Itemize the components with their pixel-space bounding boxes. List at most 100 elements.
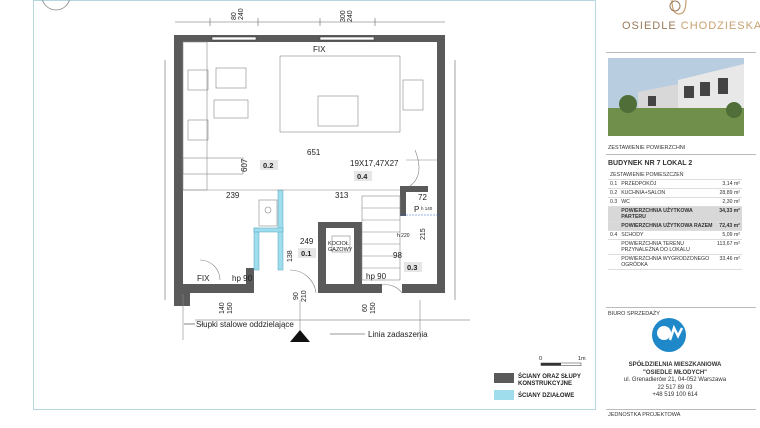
room-03-tag	[404, 262, 422, 272]
section-label: ZESTAWIENIE POWIERZCHNI	[608, 145, 686, 151]
dim-239: 239	[226, 191, 240, 200]
room-02-tag	[260, 160, 278, 170]
h220-label: h 220	[397, 233, 410, 239]
dim-210: 210	[301, 290, 308, 302]
coop-phone-2: +48 519 100 614	[652, 392, 698, 398]
dim-651: 651	[307, 148, 321, 157]
dim-top-left-a: 80	[231, 12, 238, 20]
scale-bar	[540, 362, 582, 366]
room-number: 0.2	[608, 188, 620, 198]
scale-1m: 1m	[578, 356, 586, 362]
fix-left-label: FIX	[197, 274, 210, 283]
room-name: POWIERZCHNIA UŻYTKOWA PARTERU	[619, 206, 716, 222]
office-label: BIURO SPRZEDAŻY	[608, 311, 660, 317]
room-number	[608, 254, 620, 270]
legend-structural-1: ŚCIANY ORAZ SŁUPY	[518, 373, 581, 380]
legend-structural-2: KONSTRUKCYJNE	[518, 381, 572, 387]
dim-72: 72	[418, 193, 427, 202]
legend-structural-swatch	[494, 373, 514, 383]
dim-140: 140	[219, 302, 226, 314]
room-01-tag	[298, 248, 316, 258]
fix-top-label: FIX	[313, 45, 326, 54]
dim-60: 60	[362, 304, 369, 312]
room-area: 3,14 m²	[715, 179, 742, 189]
roof-line-label: Linia zadaszenia	[368, 330, 428, 339]
coop-name-2: "OSIEDLE MŁODYCH"	[642, 369, 708, 376]
building-photo	[608, 58, 744, 136]
stairs-dim: 19X17,47X27	[350, 159, 399, 168]
coop-phone-1: 22 517 89 03	[657, 384, 693, 391]
room-number	[608, 221, 620, 231]
room-name: SCHODY	[619, 230, 716, 240]
top-dimension-lines	[164, 18, 470, 321]
room-area: 28,89 m²	[715, 188, 742, 198]
dim-top-right-a: 300	[340, 10, 347, 22]
coop-info: SPÓŁDZIELNIA MIESZKANIOWA "OSIEDLE MŁODY…	[608, 362, 742, 400]
room-name: POWIERZCHNIA TERENU PRZYNALEŻNA DO LOKAL…	[619, 239, 716, 255]
floor-plan: 80 240 300 240	[42, 0, 586, 400]
room-name: KUCHNIA+SALON	[619, 188, 716, 198]
table-row: POWIERZCHNIA TERENU PRZYNALEŻNA DO LOKAL…	[608, 239, 742, 255]
room-02-label: 0.2	[263, 161, 273, 170]
plan-frame	[33, 0, 596, 410]
brand-name-left: OSIEDLE	[622, 20, 681, 32]
dim-150-right: 150	[370, 302, 377, 314]
room-04-tag	[354, 171, 372, 181]
dim-top-left-b: 240	[238, 8, 245, 20]
coop-logo-icon	[652, 318, 686, 352]
entrance-arrow-icon	[290, 330, 310, 342]
brand-name-right: CHODZIESKA	[680, 20, 760, 32]
boiler-label-1: KOCIOŁ	[328, 241, 349, 247]
brand-name: OSIEDLE CHODZIESKA	[622, 20, 760, 32]
structural-walls	[174, 35, 445, 306]
room-name: PRZEDPOKÓJ	[619, 179, 716, 189]
divider	[606, 409, 756, 410]
room-area: 34,33 m²	[715, 206, 742, 222]
partition-walls	[253, 189, 284, 271]
legend-partition-swatch	[494, 390, 514, 400]
divider	[606, 154, 756, 155]
legend-partition: ŚCIANY DZIAŁOWE	[518, 392, 574, 399]
dim-138: 138	[287, 250, 294, 262]
scale-0: 0	[539, 356, 542, 362]
brand-logo-icon	[669, 0, 687, 15]
dim-249: 249	[300, 237, 314, 246]
boiler-label-2: GAZOWY	[328, 247, 353, 253]
divider	[606, 52, 756, 53]
dim-90: 90	[293, 292, 300, 300]
dim-98: 98	[393, 251, 402, 260]
divider	[606, 307, 756, 308]
table-header: ZESTAWIENIE POMIESZCZEŃ	[608, 171, 742, 180]
dim-top-right-b: 240	[347, 10, 354, 22]
building-render	[608, 58, 744, 136]
room-number: 0.1	[608, 179, 620, 189]
compass-icon	[42, 0, 70, 11]
dim-150-left: 150	[227, 302, 234, 314]
posts-note: Słupki stalowe oddzielające	[196, 320, 294, 329]
dim-215: 215	[420, 228, 427, 240]
coop-name-1: SPÓŁDZIELNIA MIESZKANIOWA	[628, 362, 722, 368]
room-area: 2,30 m²	[715, 197, 742, 207]
hp90-left: hp 90	[232, 274, 253, 283]
room-01-label: 0.1	[301, 249, 311, 258]
dim-313: 313	[335, 191, 349, 200]
design-label: JEDNOSTKA PROJEKTOWA	[608, 412, 681, 418]
building-title: BUDYNEK NR 7 LOKAL 2	[608, 160, 693, 167]
interior-fixtures	[182, 41, 437, 340]
room-number: 0.3	[608, 197, 620, 207]
room-number: 0.4	[608, 230, 620, 240]
dim-607: 607	[240, 158, 249, 172]
hp90-right: hp 90	[366, 272, 387, 281]
room-area: 113,67 m²	[715, 239, 742, 255]
room-name: POWIERZCHNIA UŻYTKOWA RAZEM	[619, 221, 716, 231]
room-name: WC	[619, 197, 716, 207]
table-header-row: ZESTAWIENIE POMIESZCZEŃ	[608, 171, 742, 180]
room-03-label: 0.3	[407, 263, 417, 272]
